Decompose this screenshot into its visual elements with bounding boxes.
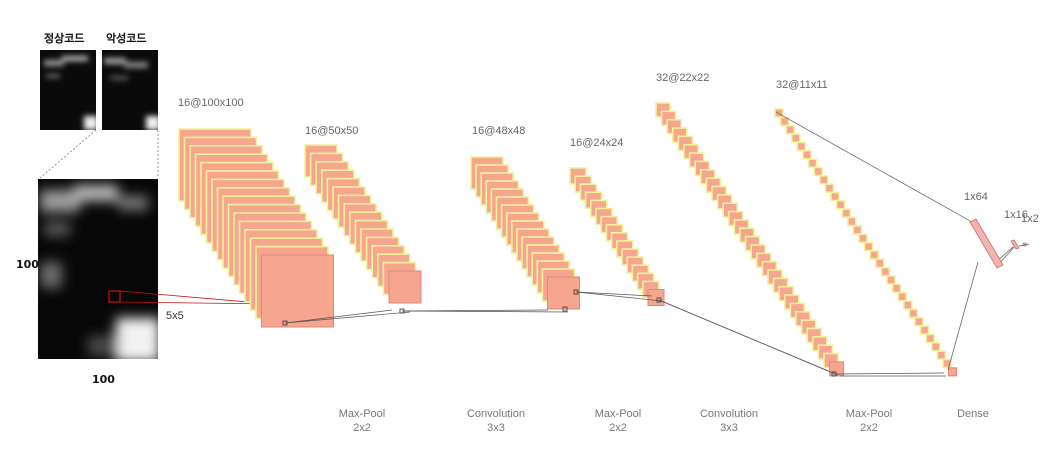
- feature-map-pool3: [796, 141, 807, 152]
- feature-map-pool3: [930, 341, 941, 352]
- op-dense: Dense: [957, 408, 989, 420]
- feature-map-pool3: [818, 175, 829, 185]
- feature-map-pool3: [774, 108, 784, 118]
- enlarged-input-image: [38, 179, 158, 359]
- connection-line: [947, 261, 979, 371]
- kernel-marker: [562, 306, 568, 312]
- input-height-label: 100: [16, 258, 39, 271]
- feature-map-pool3: [858, 233, 868, 244]
- connection-line: [575, 291, 663, 302]
- feature-map-pool3: [790, 133, 801, 143]
- input-width-label: 100: [92, 373, 115, 386]
- feature-map-pool3: [914, 316, 924, 327]
- feature-map-pool3: [802, 149, 812, 160]
- dense-16: [1010, 239, 1020, 250]
- layer-label-conv2: 16@48x48: [472, 125, 526, 137]
- feature-map-conv2: [547, 276, 580, 310]
- malicious-code-label: 악성코드: [106, 32, 147, 45]
- feature-map-pool3: [902, 300, 913, 310]
- dense-64: [969, 218, 1004, 269]
- kernel-marker: [656, 297, 662, 303]
- connection-line: [575, 291, 653, 297]
- layer-label-pool1: 16@50x50: [305, 125, 359, 137]
- feature-map-pool3: [841, 208, 852, 218]
- feature-map-pool3: [785, 124, 796, 135]
- feature-map-pool3: [813, 166, 824, 177]
- feature-map-pool3: [936, 350, 947, 360]
- malicious-code-thumbnail: [102, 50, 158, 130]
- layer-label-pool3: 32@11x11: [776, 79, 828, 91]
- normal-code-thumbnail: [40, 50, 96, 130]
- feature-map-pool3: [874, 258, 885, 269]
- feature-map-pool3: [908, 308, 919, 319]
- connection-line: [1018, 243, 1030, 247]
- connection-line: [775, 111, 973, 223]
- feature-map-pool3: [948, 367, 958, 377]
- connection-line: [284, 311, 411, 324]
- layer-label-dense64: 1x64: [964, 191, 988, 203]
- normal-code-label: 정상코드: [44, 32, 85, 45]
- feature-map-conv1: [261, 254, 334, 328]
- layer-label-conv3: 32@22x22: [656, 72, 710, 84]
- feature-map-pool3: [835, 200, 846, 210]
- feature-map-pool3: [886, 275, 896, 285]
- feature-map-pool3: [942, 358, 952, 369]
- kernel-size-label: 5x5: [166, 310, 184, 322]
- feature-map-pool3: [891, 283, 902, 294]
- feature-map-pool3: [852, 225, 863, 235]
- feature-map-pool3: [863, 241, 874, 252]
- feature-map-pool3: [779, 116, 790, 127]
- connection-line: [401, 310, 569, 313]
- feature-map-pool1: [388, 270, 422, 304]
- connection-line: [658, 299, 839, 376]
- layer-label-output: 1x2: [1021, 213, 1039, 225]
- connection-line: [833, 372, 945, 375]
- feature-map-pool3: [830, 191, 840, 202]
- feature-map-pool3: [807, 158, 818, 168]
- feature-map-pool3: [919, 325, 930, 335]
- feature-map-pool3: [869, 250, 880, 260]
- feature-map-pool2: [647, 289, 665, 306]
- layer-label-pool2: 16@24x24: [570, 137, 624, 149]
- feature-map-pool3: [846, 216, 857, 227]
- layer-label-dense16: 1x16: [1004, 209, 1028, 221]
- feature-map-pool3: [897, 291, 908, 302]
- feature-map-pool3: [925, 333, 936, 344]
- layer-label-conv1: 16@100x100: [178, 97, 244, 109]
- connection-line: [284, 309, 393, 324]
- kernel-box: [108, 290, 121, 303]
- feature-map-pool3: [880, 266, 891, 277]
- feature-map-pool3: [824, 183, 835, 193]
